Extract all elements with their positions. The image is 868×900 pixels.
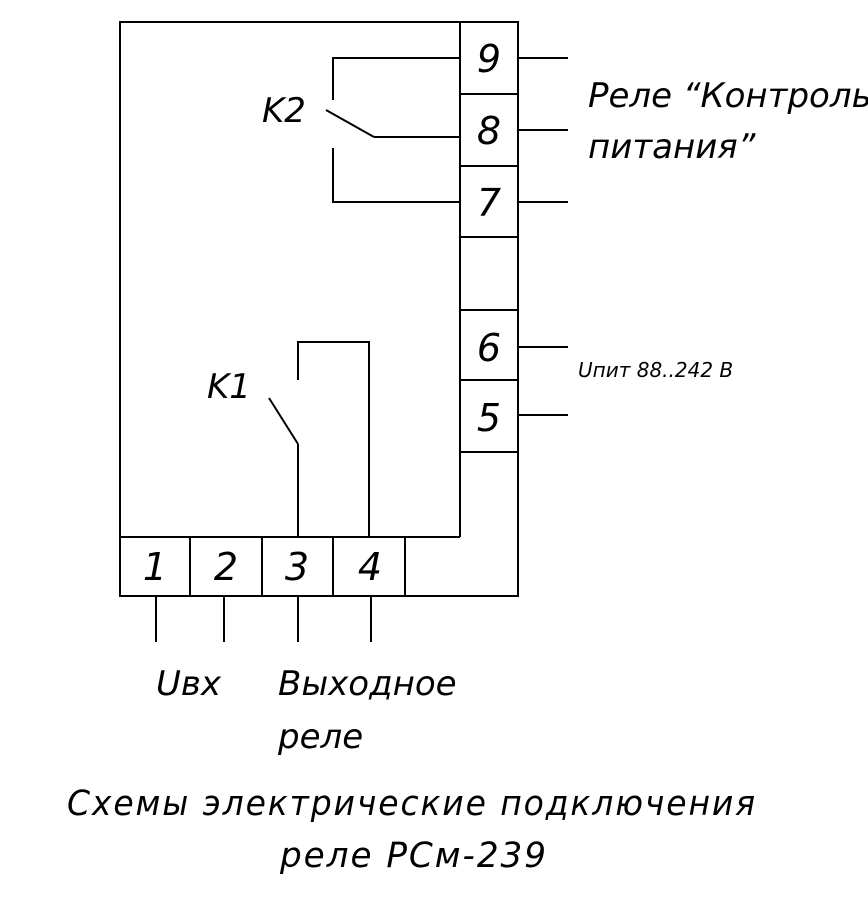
- terminal-7: 7: [477, 181, 501, 225]
- right-terminal-block: [459, 22, 518, 537]
- caption-line2: реле РСм-239: [279, 836, 548, 876]
- terminal-2: 2: [214, 545, 238, 589]
- k1-contact: [268, 341, 370, 537]
- k2-label: K2: [262, 91, 306, 131]
- terminal-9: 9: [477, 37, 501, 81]
- terminal-4: 4: [358, 545, 382, 589]
- input-voltage-label: Uвх: [156, 664, 222, 704]
- supply-voltage-label: Uпит 88..242 В: [578, 358, 733, 382]
- terminal-5: 5: [477, 396, 501, 440]
- output-relay-label-line1: Выходное: [278, 664, 457, 704]
- relay-control-label-line1: Реле “Контроль: [588, 76, 868, 116]
- bottom-terminal-block: [120, 536, 460, 596]
- terminal-8: 8: [477, 109, 501, 153]
- terminal-1: 1: [143, 545, 167, 589]
- terminal-6: 6: [477, 326, 501, 370]
- k2-contact: [325, 57, 460, 203]
- bottom-leads: [155, 596, 372, 642]
- relay-housing: [119, 21, 519, 597]
- terminal-3: 3: [285, 545, 309, 589]
- relay-control-label-line2: питания”: [588, 127, 756, 167]
- k1-label: K1: [207, 367, 251, 407]
- output-relay-label-line2: реле: [277, 717, 363, 757]
- right-leads: [518, 57, 568, 416]
- caption-line1: Схемы электрические подключения: [67, 784, 757, 824]
